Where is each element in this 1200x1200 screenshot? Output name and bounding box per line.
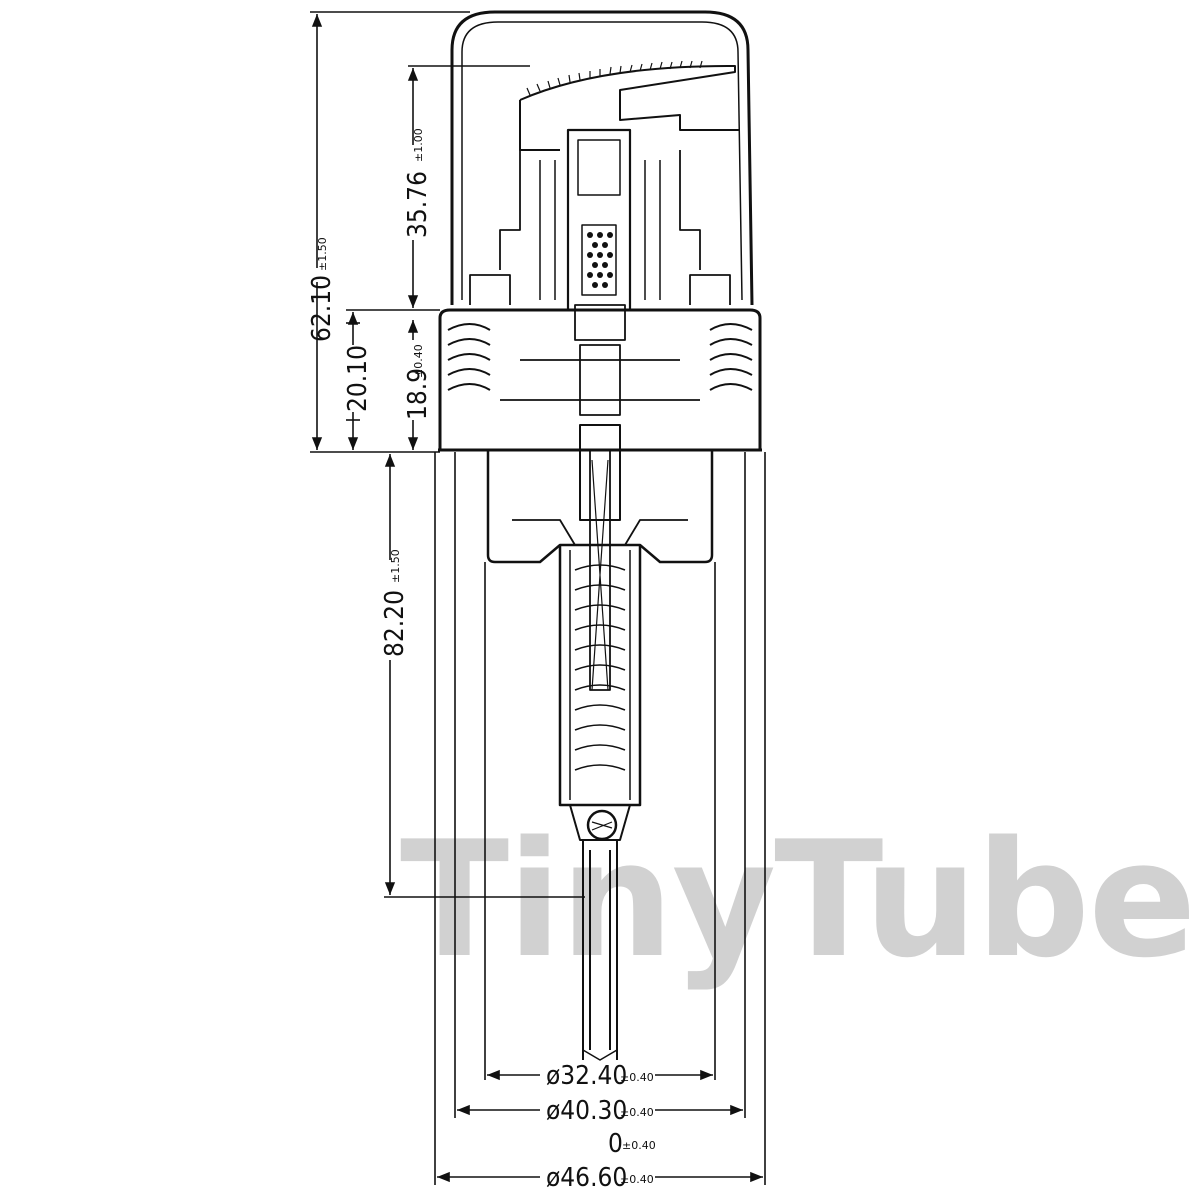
- actuator-head: [450, 10, 754, 306]
- dim-dia-32-tol: ±0.40: [620, 1071, 654, 1084]
- dim-height-closure-18: 18.9 ±0.40: [403, 320, 433, 450]
- dim-height-closure-20: 20.10: [343, 312, 373, 450]
- dim-height-actuator-value: 35.76: [403, 171, 433, 238]
- dim-height-closure-18-value: 18.9: [403, 368, 433, 420]
- nozzle-channel: [519, 64, 740, 131]
- dim-dia-zero-value: 0: [608, 1129, 623, 1159]
- filter-mesh: [587, 232, 613, 288]
- dim-height-total-tol: ±1.50: [316, 237, 329, 271]
- dim-dia-40-tol: ±0.40: [620, 1106, 654, 1119]
- dim-height-body-value: 82.20: [380, 590, 410, 657]
- dim-dia-32-value: ø32.40: [546, 1061, 627, 1091]
- cylinder: [558, 545, 642, 807]
- watermark-logo: TinyTubes: [400, 806, 1200, 993]
- pump-drawing: [438, 10, 762, 1061]
- dim-dia-32: ø32.40 ±0.40: [487, 1061, 713, 1091]
- dim-height-actuator-tol: ±1.00: [412, 128, 425, 162]
- dip-tube: [582, 840, 618, 1060]
- dim-dia-40-value: ø40.30: [546, 1096, 627, 1126]
- piston-rod: [589, 450, 611, 691]
- pump-body: [486, 450, 714, 564]
- spring: [574, 564, 626, 771]
- dim-height-actuator: 35.76 ±1.00: [403, 68, 433, 308]
- dim-height-closure-18-tol: ±0.40: [412, 344, 425, 378]
- dim-height-body: 82.20 ±1.50: [380, 454, 410, 895]
- dim-dia-46: ø46.60 ±0.40: [437, 1163, 763, 1193]
- dim-height-total-value: 62.10: [307, 275, 337, 342]
- dim-dia-zero: 0 ±0.40: [608, 1129, 656, 1159]
- dim-dia-40: ø40.30 ±0.40: [457, 1096, 743, 1126]
- dim-dia-46-tol: ±0.40: [620, 1173, 654, 1186]
- cap-threads: [447, 323, 753, 391]
- dim-dia-zero-tol: ±0.40: [622, 1139, 656, 1152]
- closure-cap: [438, 308, 762, 450]
- dim-height-closure-20-value: 20.10: [343, 345, 373, 412]
- dim-height-body-tol: ±1.50: [389, 549, 402, 583]
- dim-dia-46-value: ø46.60: [546, 1163, 627, 1193]
- dim-height-total: 62.10 ±1.50: [307, 14, 337, 450]
